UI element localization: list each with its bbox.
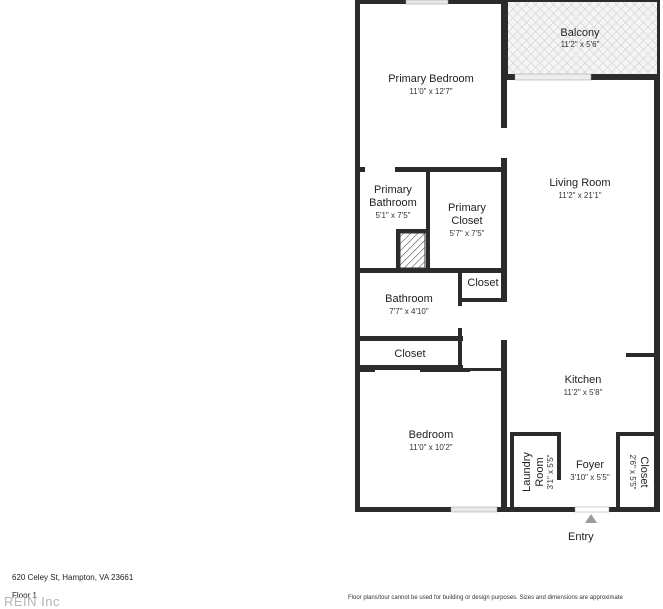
kitchen-label: Kitchen xyxy=(565,374,602,386)
laundry-label-2: Room xyxy=(534,457,546,486)
closet-entry-dims: 2'6" x 5'5" xyxy=(628,455,637,490)
disclaimer-text: Floor plans/tour cannot be used for buil… xyxy=(348,595,623,601)
balcony-dims: 11'2" x 5'6" xyxy=(561,40,600,49)
windows xyxy=(405,0,592,513)
laundry-label-1: Laundry xyxy=(521,452,533,492)
primary-closet-label-2: Closet xyxy=(451,215,482,227)
bathroom-label: Bathroom xyxy=(385,293,433,305)
primary-bedroom-dims: 11'0" x 12'7" xyxy=(409,87,452,96)
balcony-floor xyxy=(508,2,658,76)
utility-shaft xyxy=(399,232,426,269)
logo: REIN Inc xyxy=(4,594,61,609)
entry-label: Entry xyxy=(568,531,594,543)
foyer-label: Foyer xyxy=(576,459,604,471)
living-room-dims: 11'2" x 21'1" xyxy=(558,191,601,200)
bedroom-label: Bedroom xyxy=(409,429,454,441)
primary-bathroom-label-2: Bathroom xyxy=(369,197,417,209)
entry-door xyxy=(574,506,610,513)
floor-text: Floor 1 xyxy=(12,591,37,600)
living-room-label: Living Room xyxy=(549,177,610,189)
closet-small-label: Closet xyxy=(467,277,498,289)
foyer-dims: 3'10" x 5'5" xyxy=(570,473,610,482)
primary-closet-label-1: Primary xyxy=(448,202,486,214)
primary-bathroom-label-1: Primary xyxy=(374,184,412,196)
laundry-dims: 3'1" x 5'5" xyxy=(546,454,555,489)
closet-hall-label: Closet xyxy=(394,348,425,360)
bathroom-dims: 7'7" x 4'10" xyxy=(389,307,429,316)
primary-bedroom-label: Primary Bedroom xyxy=(388,73,474,85)
address-text: 620 Celey St, Hampton, VA 23661 xyxy=(12,573,134,582)
entry-arrow-icon xyxy=(585,514,597,523)
bedroom-dims: 11'0" x 10'2" xyxy=(409,443,452,452)
kitchen-dims: 11'2" x 5'8" xyxy=(564,388,603,397)
primary-bathroom-dims: 5'1" x 7'5" xyxy=(376,211,411,220)
balcony-label: Balcony xyxy=(560,27,600,39)
primary-closet-dims: 5'7" x 7'5" xyxy=(450,229,485,238)
closet-entry-label: Closet xyxy=(638,456,650,487)
